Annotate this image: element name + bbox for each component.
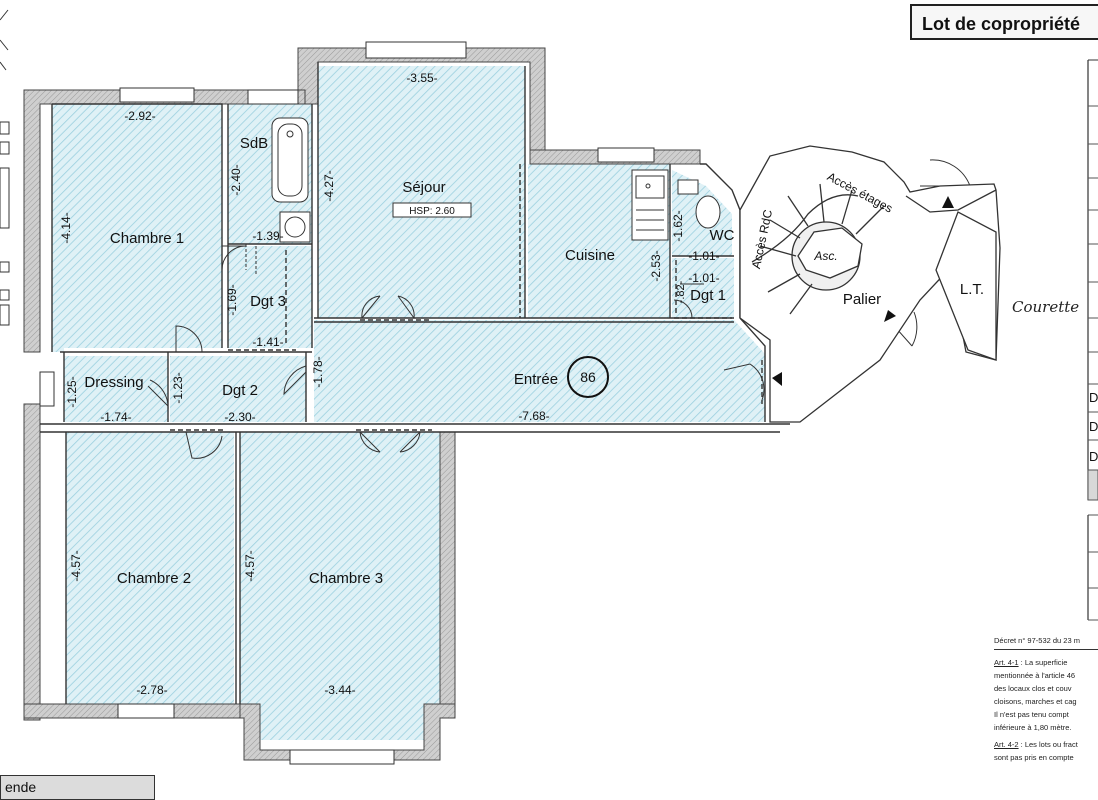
room-label-dressing: Dressing — [84, 374, 143, 391]
decret-line: Art. 4-1 : La superficie — [994, 656, 1098, 669]
decret-title: Décret n° 97-532 du 23 m — [994, 634, 1098, 650]
dimension-labels: -2.92- -4.14- -2.40- -1.39- -3.55- -4.27… — [59, 71, 720, 697]
room-label-cuisine: Cuisine — [565, 247, 615, 264]
dim-label: -1.62- — [671, 210, 685, 241]
room-label-dgt2: Dgt 2 — [222, 382, 258, 399]
direction-arrows — [772, 196, 954, 386]
toilet-icon — [695, 195, 721, 229]
hsp-box — [392, 202, 472, 218]
dim-label: -4.14- — [59, 212, 73, 243]
dim-label: -1.39- — [252, 229, 283, 243]
dim-label: -2.78- — [136, 683, 167, 697]
room-label-dgt1: Dgt 1 — [690, 287, 726, 304]
arrow-icon — [884, 310, 896, 322]
article-ref: Art. 4-2 — [994, 740, 1019, 749]
elevator-label: Asc. — [813, 249, 837, 263]
dim-label: -4.57- — [243, 550, 257, 581]
lot-number: 86 — [580, 369, 596, 385]
room-label-entree: Entrée — [514, 371, 558, 388]
dim-label: -2.53- — [649, 250, 663, 281]
dim-label: -4.57- — [69, 550, 83, 581]
windows — [39, 41, 655, 765]
dim-label: -1.01- — [688, 249, 719, 263]
decret-line: inférieure à 1,80 mètre. — [994, 723, 1072, 732]
article-ref: Art. 4-1 — [994, 658, 1019, 667]
dim-label: -.82- — [675, 280, 687, 303]
dim-label: -1.41- — [252, 335, 283, 349]
dim-label: -1.74- — [100, 410, 131, 424]
dim-label: -2.30- — [224, 410, 255, 424]
arrow-icon — [772, 372, 782, 386]
courette-label: Courette — [1012, 298, 1079, 316]
decret-text-line: : Les lots ou fract — [1018, 740, 1078, 749]
room-label-wc: WC — [710, 227, 735, 244]
room-label-chambre1: Chambre 1 — [110, 230, 184, 247]
lot-title: Lot de copropriété — [910, 4, 1098, 40]
exterior-walls — [23, 47, 701, 761]
dim-label: -1.69- — [225, 284, 239, 315]
dim-label: -3.44- — [324, 683, 355, 697]
room-label-palier: Palier — [843, 291, 881, 308]
lot-number-circle — [567, 356, 609, 398]
decret-text-line: : La superficie — [1018, 658, 1068, 667]
decret-line: Art. 4-2 : Les lots ou fract — [994, 738, 1098, 751]
decret-line: des locaux clos et couv — [994, 684, 1072, 693]
dim-label: -7.68- — [518, 409, 549, 423]
room-label-chambre3: Chambre 3 — [309, 570, 383, 587]
table-row-label: D — [1089, 449, 1098, 464]
room-label-chambre2: Chambre 2 — [117, 570, 191, 587]
hsp-label: HSP: 2.60 — [409, 206, 455, 217]
table-row-label: D — [1089, 419, 1098, 434]
room-fills — [52, 66, 765, 740]
info-table: D D D — [1087, 59, 1098, 621]
decret-line: Il n'est pas tenu compt — [994, 710, 1069, 719]
decret-line: cloisons, marches et cag — [994, 697, 1077, 706]
dim-label: -2.40- — [229, 164, 243, 195]
decret-text: Décret n° 97-532 du 23 m Art. 4-1 : La s… — [994, 634, 1098, 784]
legend-label: ende — [0, 775, 155, 800]
dim-label: -2.92- — [124, 109, 155, 123]
dim-label: -4.27- — [322, 170, 336, 201]
arrow-icon — [942, 196, 954, 208]
decret-line: sont pas pris en compte — [994, 753, 1074, 762]
dim-label: -1.01- — [688, 271, 719, 285]
dim-label: -1.78- — [311, 356, 325, 387]
stairwell — [739, 145, 1001, 423]
dim-label: -1.25- — [65, 376, 79, 407]
dim-label: -1.23- — [171, 372, 185, 403]
room-label-lt: L.T. — [960, 281, 984, 298]
room-label-sejour: Séjour — [402, 179, 445, 196]
room-label-sdb: SdB — [240, 135, 268, 152]
dim-label: -3.55- — [406, 71, 437, 85]
door-thresholds — [170, 164, 763, 431]
room-label-dgt3: Dgt 3 — [250, 293, 286, 310]
decret-line: mentionnée à l'article 46 — [994, 671, 1076, 680]
sanitary-fixtures — [271, 117, 721, 285]
table-row-label: D — [1089, 390, 1098, 405]
left-edge-symbols — [0, 9, 10, 326]
